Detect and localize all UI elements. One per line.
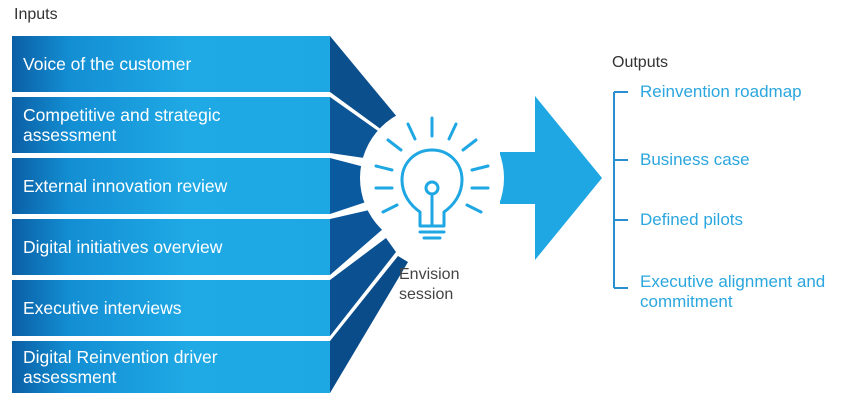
box-fill-4 xyxy=(12,219,330,275)
funnel-4 xyxy=(330,208,384,275)
funnel-1 xyxy=(330,36,398,130)
box-fill-1 xyxy=(12,36,330,92)
funnel-6 xyxy=(330,256,408,393)
envision-session-label: Envision session xyxy=(399,266,460,303)
lightbulb-icon xyxy=(374,116,490,240)
box-fill-3 xyxy=(12,158,330,214)
bulb-circle xyxy=(360,106,504,250)
output-item-roadmap: Reinvention roadmap xyxy=(640,82,802,101)
input-item-executive-interviews: Executive interviews xyxy=(12,280,330,336)
input-item-digital-initiatives: Digital initiatives overview xyxy=(12,219,330,275)
outputs-bracket xyxy=(613,91,628,289)
output-arrow xyxy=(500,96,602,260)
output-item-business-case: Business case xyxy=(640,150,750,169)
outputs-title: Outputs xyxy=(612,54,669,71)
input-label: Digital Reinvention driver assessment xyxy=(23,347,218,387)
input-item-competitive-assessment: Competitive and strategic assessment xyxy=(12,97,330,153)
input-label: Voice of the customer xyxy=(23,54,192,74)
input-label: Executive interviews xyxy=(23,298,182,318)
input-label: External innovation review xyxy=(23,176,228,196)
input-box-fills xyxy=(12,36,330,393)
output-item-executive-alignment: Executive alignment and commitment xyxy=(640,272,826,311)
input-item-voice-of-customer: Voice of the customer xyxy=(12,36,330,92)
box-fill-5 xyxy=(12,280,330,336)
box-fill-2 xyxy=(12,97,330,153)
input-item-reinvention-driver: Digital Reinvention driver assessment xyxy=(12,341,330,393)
inputs-title: Inputs xyxy=(14,6,58,23)
funnel-5 xyxy=(330,238,396,336)
input-label: Digital initiatives overview xyxy=(23,237,223,257)
input-label: Competitive and strategic assessment xyxy=(23,105,221,145)
input-item-external-innovation: External innovation review xyxy=(12,158,330,214)
output-item-defined-pilots: Defined pilots xyxy=(640,210,744,229)
box-fill-6 xyxy=(12,341,330,393)
